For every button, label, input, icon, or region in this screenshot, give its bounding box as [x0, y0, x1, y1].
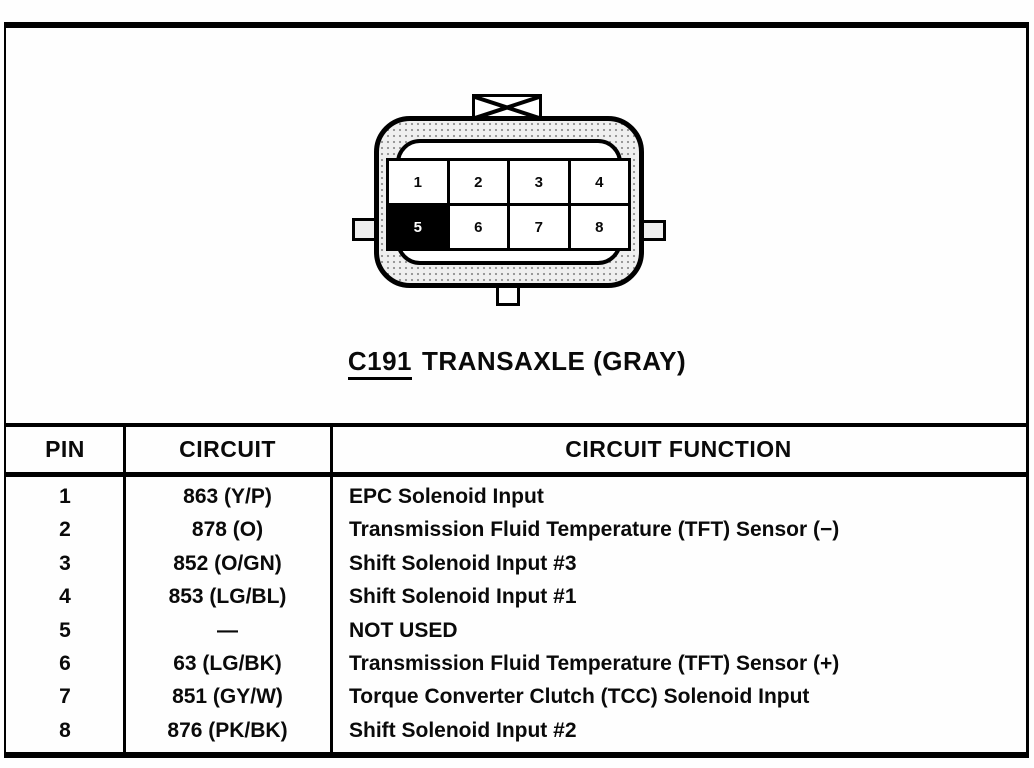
pin-number: 3	[59, 551, 71, 575]
table-column-divider-1	[123, 423, 126, 752]
table-row: 8 876 (PK/BK) Shift Solenoid Input #2	[6, 714, 1026, 747]
pin-cavity-8: 8	[570, 206, 628, 248]
circuit-function: Transmission Fluid Temperature (TFT) Sen…	[349, 651, 840, 675]
table-column-divider-2	[330, 423, 333, 752]
pin-number: 5	[59, 618, 71, 642]
connector-description: TRANSAXLE (GRAY)	[421, 346, 687, 376]
table-row: 4 853 (LG/BL) Shift Solenoid Input #1	[6, 580, 1026, 613]
pin-number: 1	[59, 485, 71, 508]
pin-cavity-6: 6	[449, 206, 507, 248]
pin-cavity-7: 7	[510, 206, 568, 248]
circuit-number: 852 (O/GN)	[173, 551, 282, 575]
pin-cavity-3: 3	[510, 161, 568, 203]
circuit-function: EPC Solenoid Input	[349, 485, 544, 508]
table-row: 3 852 (O/GN) Shift Solenoid Input #3	[6, 547, 1026, 580]
table-row: 7 851 (GY/W) Torque Converter Clutch (TC…	[6, 680, 1026, 713]
circuit-function: NOT USED	[349, 618, 458, 642]
header-circuit-function: CIRCUIT FUNCTION	[565, 436, 792, 462]
header-pin: PIN	[45, 436, 85, 462]
pin-number: 2	[59, 518, 71, 542]
pinout-table-body: 1 863 (Y/P) EPC Solenoid Input 2 878 (O)…	[6, 477, 1026, 752]
circuit-number: 853 (LG/BL)	[168, 585, 287, 609]
circuit-function: Shift Solenoid Input #2	[349, 718, 577, 742]
circuit-function: Shift Solenoid Input #1	[349, 585, 577, 609]
header-circuit: CIRCUIT	[179, 436, 276, 462]
pin-number: 7	[59, 685, 71, 709]
connector-id: C191	[347, 346, 412, 380]
pin-number: 6	[59, 651, 71, 675]
pin-cavity-1: 1	[389, 161, 447, 203]
circuit-number: 876 (PK/BK)	[167, 718, 288, 742]
pin-number: 4	[59, 585, 71, 609]
table-row: 5 — NOT USED	[6, 614, 1026, 647]
table-row: 2 878 (O) Transmission Fluid Temperature…	[6, 513, 1026, 546]
page-border-frame	[4, 22, 1029, 758]
pin-cavity-4: 4	[570, 161, 628, 203]
circuit-function: Transmission Fluid Temperature (TFT) Sen…	[349, 518, 840, 542]
pin-number: 8	[59, 718, 71, 742]
circuit-function: Torque Converter Clutch (TCC) Solenoid I…	[349, 685, 810, 709]
connector-pin-grid: 1 2 3 4 5 6 7 8	[386, 158, 631, 251]
circuit-number: 63 (LG/BK)	[173, 651, 282, 675]
connector-title: C191 TRANSAXLE (GRAY)	[0, 346, 1034, 380]
circuit-number: 863 (Y/P)	[183, 485, 272, 508]
pin-cavity-2: 2	[449, 161, 507, 203]
circuit-number: —	[217, 618, 238, 642]
table-row: 6 63 (LG/BK) Transmission Fluid Temperat…	[6, 647, 1026, 680]
circuit-function: Shift Solenoid Input #3	[349, 551, 577, 575]
circuit-number: 851 (GY/W)	[172, 685, 283, 709]
pin-cavity-5-highlighted: 5	[389, 206, 447, 248]
table-row: 1 863 (Y/P) EPC Solenoid Input	[6, 480, 1026, 513]
pinout-table-header: PIN CIRCUIT CIRCUIT FUNCTION	[6, 423, 1026, 477]
circuit-number: 878 (O)	[191, 518, 264, 542]
